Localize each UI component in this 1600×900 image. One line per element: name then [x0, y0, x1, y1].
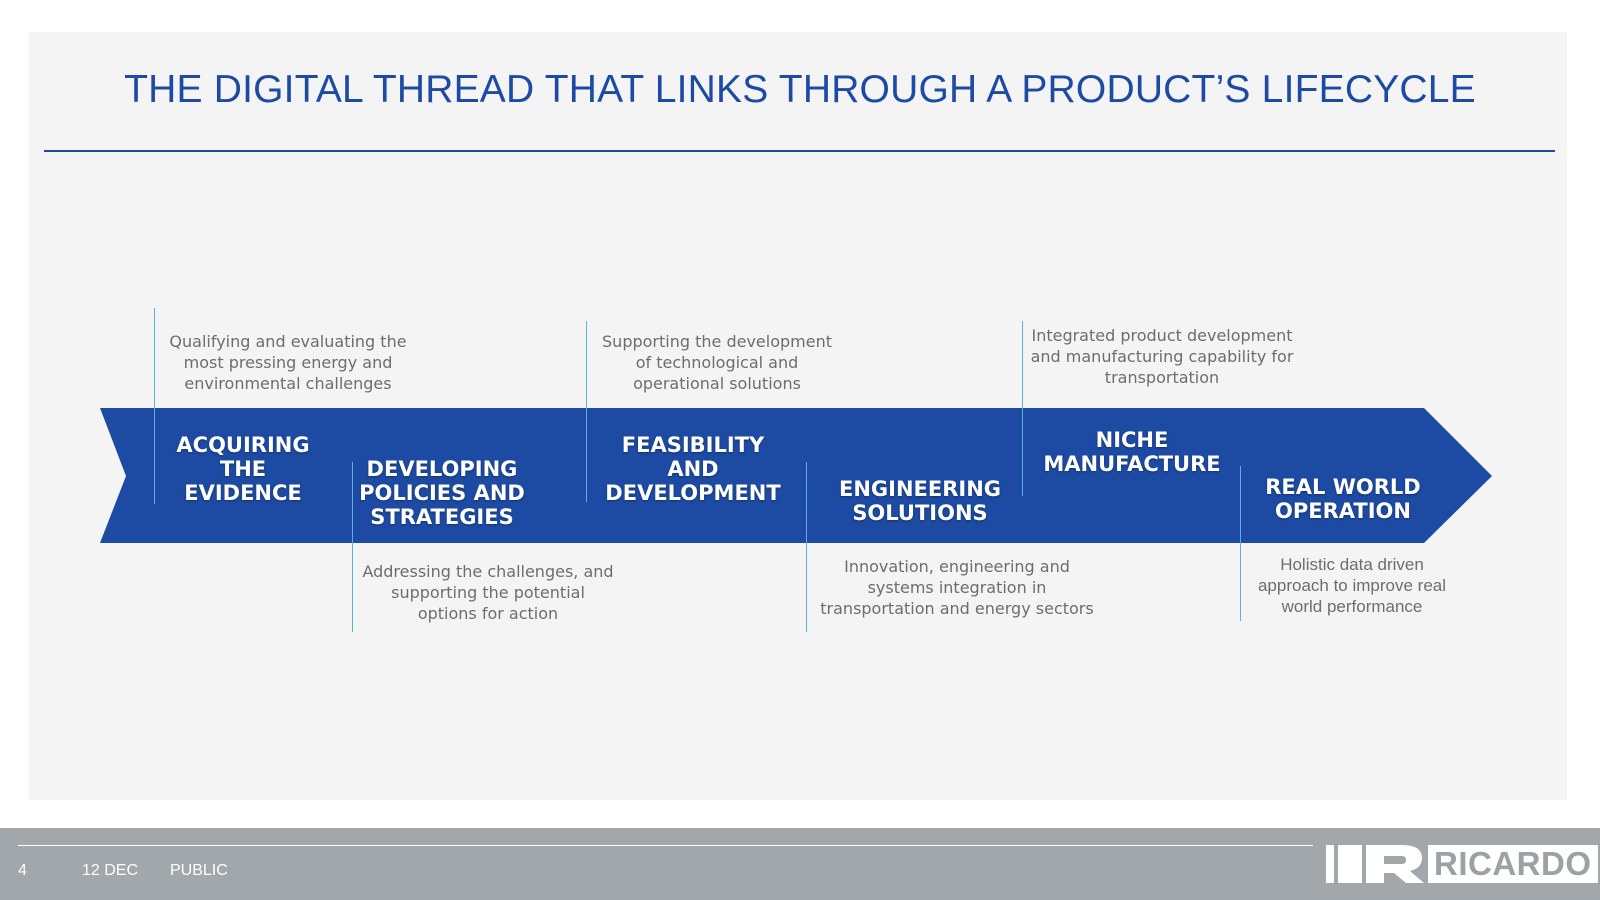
stage-1-label: ACQUIRING THE EVIDENCE: [176, 433, 310, 505]
stage-6-label: REAL WORLD OPERATION: [1265, 475, 1421, 523]
page-number: 4: [18, 862, 27, 879]
stage-4-connector: [806, 462, 807, 632]
stage-6-connector: [1240, 466, 1241, 621]
stage-3-connector: [586, 321, 587, 502]
ricardo-logo: RICARDO: [1326, 845, 1598, 883]
stage-5-description: Integrated product development and manuf…: [1030, 326, 1294, 387]
stage-2-connector: [352, 462, 353, 632]
footer-classification: PUBLIC: [170, 862, 228, 879]
stage-4-label: ENGINEERING SOLUTIONS: [838, 477, 1002, 525]
ricardo-logo-text: RICARDO: [1428, 845, 1598, 883]
stage-5-label: NICHE MANUFACTURE: [1043, 428, 1221, 476]
stage-2-label: DEVELOPING POLICIES AND STRATEGIES: [359, 457, 525, 529]
stage-6-description: Holistic data driven approach to improve…: [1257, 555, 1447, 616]
title-underline: [44, 150, 1555, 152]
stage-2-description: Addressing the challenges, and supportin…: [362, 562, 614, 623]
stage-1-description: Qualifying and evaluating the most press…: [169, 332, 407, 393]
stage-1-connector: [154, 308, 155, 504]
stage-3-description: Supporting the development of technologi…: [602, 332, 832, 393]
footer-date: 12 DEC: [82, 862, 139, 879]
footer-rule: [18, 845, 1313, 846]
stage-5-connector: [1022, 321, 1023, 496]
stage-3-label: FEASIBILITY AND DEVELOPMENT: [605, 433, 781, 505]
page-title: THE DIGITAL THREAD THAT LINKS THROUGH A …: [124, 68, 1476, 111]
lifecycle-arrow-shape: [100, 408, 1492, 543]
ricardo-r-logo-icon: [1326, 845, 1424, 883]
footer-bar: 4 12 DEC PUBLIC RICARDO: [0, 828, 1600, 900]
stage-4-description: Innovation, engineering and systems inte…: [820, 557, 1094, 618]
